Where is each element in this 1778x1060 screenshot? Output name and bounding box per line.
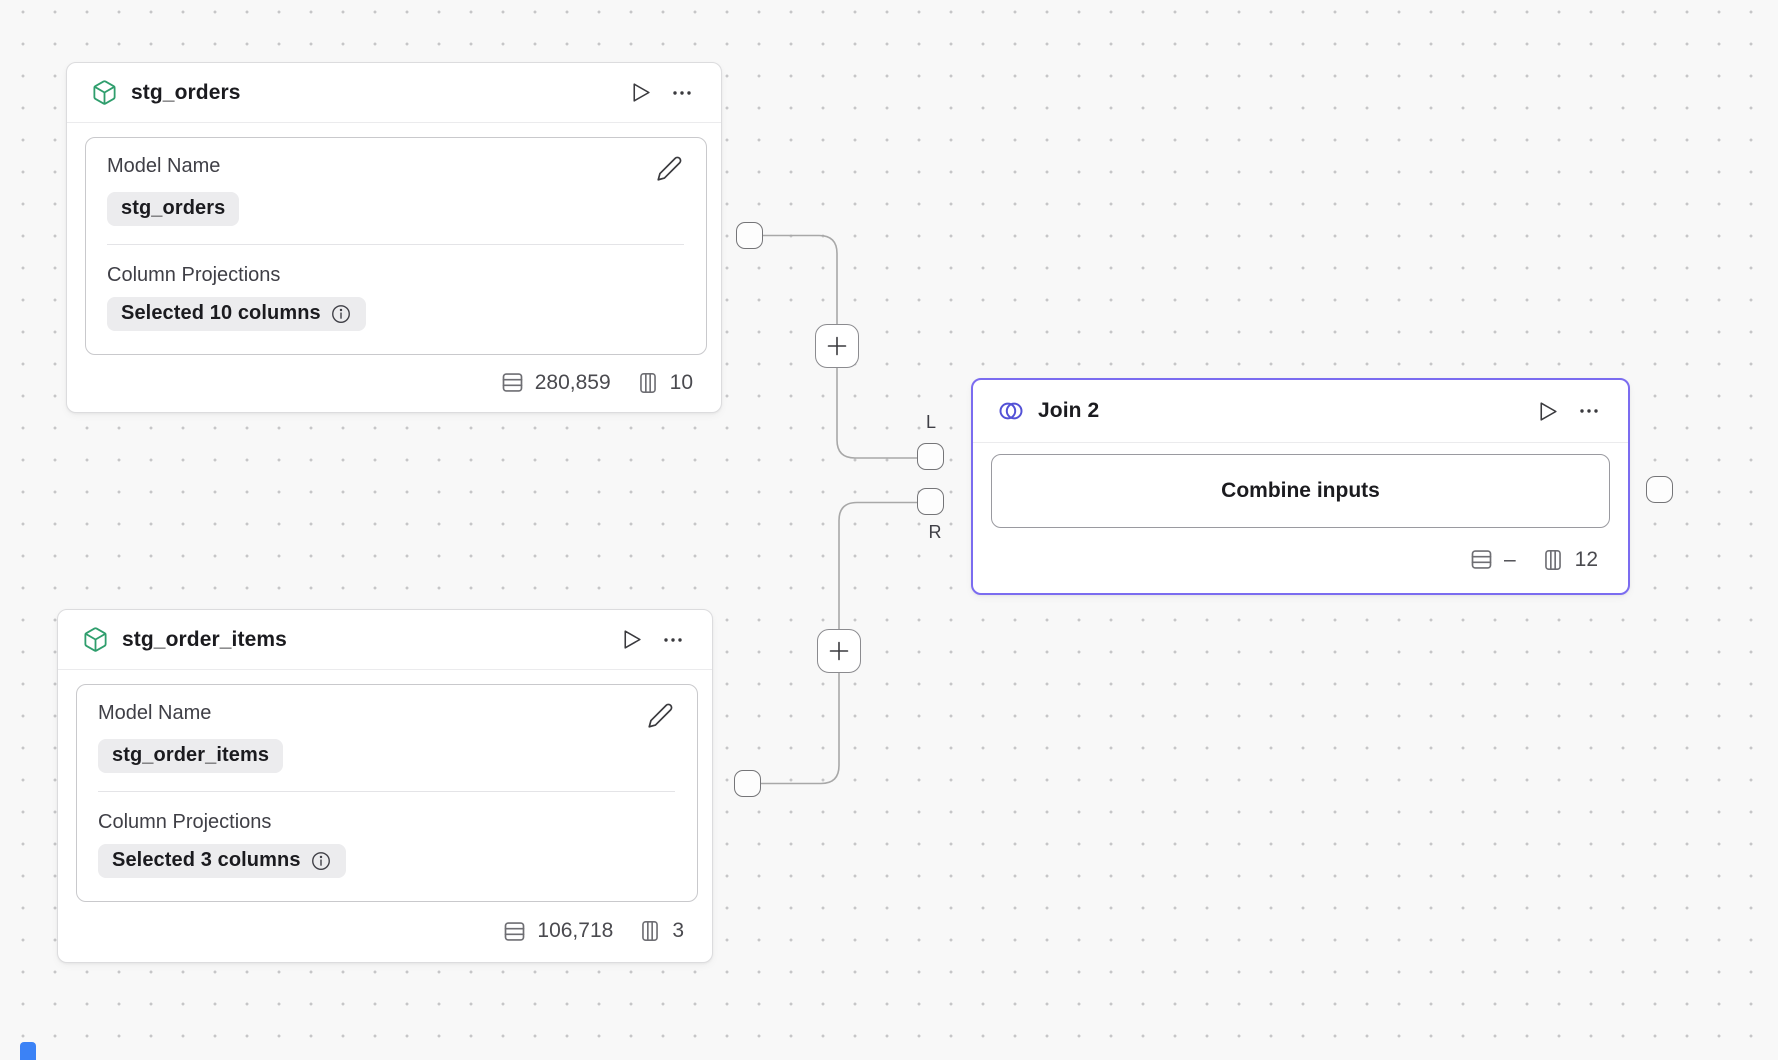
row-count-stat: 280,859 [499, 369, 611, 396]
input-port-join-left[interactable] [917, 443, 944, 470]
table-rows-icon [501, 918, 528, 945]
info-icon[interactable] [310, 850, 332, 872]
column-count: 12 [1574, 547, 1598, 571]
column-count-stat: 3 [637, 918, 684, 944]
row-count-stat: 106,718 [501, 918, 613, 945]
pencil-icon [647, 702, 674, 729]
play-icon [619, 627, 644, 652]
row-count-stat: – [1468, 546, 1516, 573]
add-node-on-edge-button-bottom[interactable] [817, 629, 861, 673]
node-header: stg_orders [67, 63, 721, 123]
column-projections-value: Selected 10 columns [121, 302, 321, 324]
node-stats-footer: 280,859 10 [67, 355, 721, 412]
run-button[interactable] [623, 76, 657, 110]
model-name-value: stg_orders [121, 197, 226, 219]
column-count: 10 [669, 370, 693, 394]
plus-icon [827, 639, 851, 663]
column-projections-label: Column Projections [98, 811, 272, 833]
more-menu-button[interactable] [1572, 394, 1606, 428]
node-stats-footer: – 12 [973, 528, 1628, 593]
run-button[interactable] [614, 623, 648, 657]
edit-model-name-button[interactable] [645, 700, 675, 730]
run-button[interactable] [1530, 394, 1564, 428]
plus-icon [825, 334, 849, 358]
row-count: – [1503, 547, 1516, 571]
input-port-join-right[interactable] [917, 488, 944, 515]
column-projections-chip[interactable]: Selected 3 columns [98, 844, 346, 878]
node-title: stg_order_items [122, 627, 287, 651]
more-menu-button[interactable] [656, 623, 690, 657]
row-count: 280,859 [534, 370, 611, 394]
table-columns-icon [635, 370, 661, 396]
info-icon[interactable] [330, 303, 352, 325]
venn-icon [997, 397, 1025, 425]
model-name-label: Model Name [98, 702, 212, 724]
ellipsis-icon [1577, 399, 1601, 423]
row-count: 106,718 [537, 919, 614, 942]
left-port-label: L [925, 412, 936, 432]
output-port-stg-orders[interactable] [736, 222, 763, 249]
model-name-chip: stg_order_items [98, 739, 284, 773]
combine-inputs-button[interactable]: Combine inputs [991, 454, 1610, 528]
cube-icon [91, 79, 118, 106]
column-projections-chip[interactable]: Selected 10 columns [107, 297, 366, 331]
output-port-join[interactable] [1646, 476, 1673, 503]
node-title: Join 2 [1038, 399, 1100, 422]
node-header: Join 2 [973, 380, 1628, 443]
column-projections-label: Column Projections [107, 264, 281, 286]
canvas-scroll-indicator[interactable] [20, 1042, 36, 1060]
node-stg-orders[interactable]: stg_orders Model Name [66, 62, 722, 413]
play-icon [1535, 399, 1560, 424]
right-port-label: R [928, 522, 942, 542]
node-stats-footer: 106,718 3 [58, 902, 712, 962]
node-join-2[interactable]: Join 2 Combine inputs – [971, 378, 1630, 595]
node-config-panel: Model Name stg_order_items Column Projec… [76, 684, 698, 902]
model-name-label: Model Name [107, 155, 221, 177]
model-name-value: stg_order_items [112, 744, 270, 766]
panel-divider [98, 791, 675, 792]
panel-divider [107, 244, 684, 245]
model-name-chip: stg_orders [107, 192, 240, 226]
column-projections-value: Selected 3 columns [112, 849, 301, 871]
edit-model-name-button[interactable] [654, 153, 684, 183]
output-port-stg-order-items[interactable] [734, 770, 761, 797]
table-rows-icon [1468, 546, 1495, 573]
more-menu-button[interactable] [665, 76, 699, 110]
ellipsis-icon [670, 81, 694, 105]
column-count-stat: 10 [635, 370, 693, 396]
table-columns-icon [1540, 547, 1566, 573]
column-count: 3 [672, 919, 684, 942]
node-stg-order-items[interactable]: stg_order_items Model Name [57, 609, 713, 963]
ellipsis-icon [661, 628, 685, 652]
table-columns-icon [637, 918, 663, 944]
node-title: stg_orders [131, 80, 241, 104]
table-rows-icon [499, 369, 526, 396]
column-count-stat: 12 [1540, 547, 1598, 573]
node-config-panel: Model Name stg_orders Column Projections… [85, 137, 707, 355]
node-header: stg_order_items [58, 610, 712, 670]
cube-icon [82, 626, 109, 653]
add-node-on-edge-button-top[interactable] [815, 324, 859, 368]
play-icon [628, 80, 653, 105]
pencil-icon [656, 155, 683, 182]
